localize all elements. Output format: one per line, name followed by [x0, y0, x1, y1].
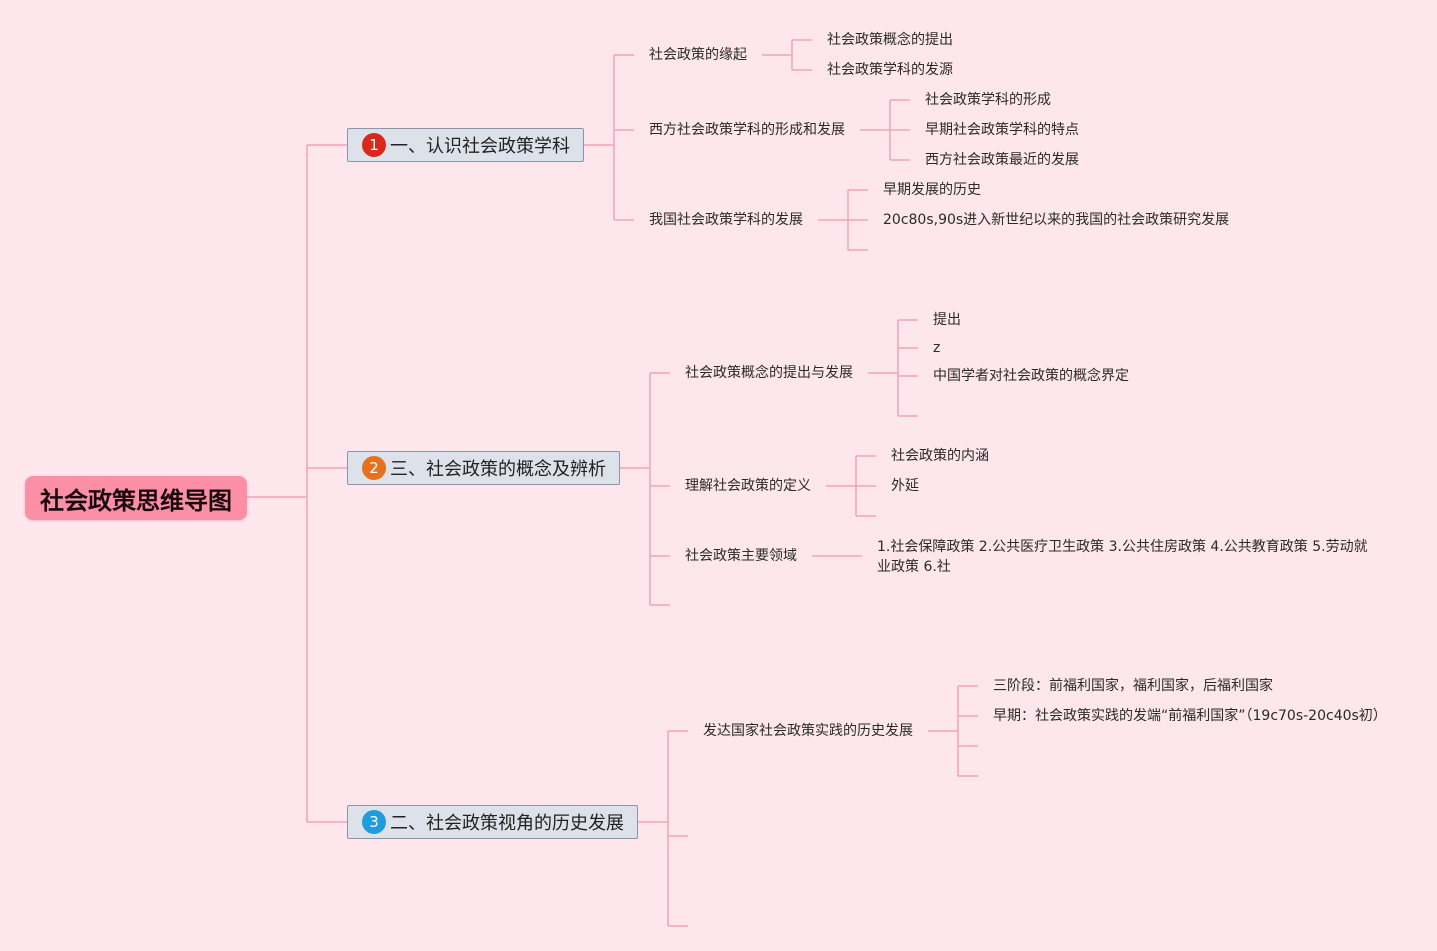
- connector-root: [247, 144, 347, 823]
- leaf-2-1-2[interactable]: z: [933, 340, 941, 356]
- subtopic-3-1[interactable]: 发达国家社会政策实践的历史发展: [703, 723, 913, 739]
- connector-1-1: [762, 39, 812, 71]
- leaf-1-3-1[interactable]: 早期发展的历史: [883, 182, 981, 198]
- leaf-2-2-1[interactable]: 社会政策的内涵: [891, 448, 989, 464]
- root-title: 社会政策思维导图: [40, 486, 232, 515]
- topic-1-node[interactable]: 1 一、认识社会政策学科: [347, 128, 584, 162]
- connector-1-3: [818, 189, 868, 251]
- leaf-1-2-3[interactable]: 西方社会政策最近的发展: [925, 152, 1079, 168]
- leaf-2-1-1[interactable]: 提出: [933, 312, 961, 328]
- root-node[interactable]: 社会政策思维导图: [25, 476, 247, 520]
- connector-topic-3: [638, 730, 688, 927]
- leaf-1-1-2[interactable]: 社会政策学科的发源: [827, 62, 953, 78]
- connector-1-2: [860, 99, 910, 161]
- connector-topic-1: [584, 54, 634, 221]
- subtopic-1-3[interactable]: 我国社会政策学科的发展: [649, 212, 803, 228]
- leaf-2-2-2[interactable]: 外延: [891, 478, 919, 494]
- subtopic-1-2[interactable]: 西方社会政策学科的形成和发展: [649, 122, 845, 138]
- leaf-1-1-1[interactable]: 社会政策概念的提出: [827, 32, 953, 48]
- connector-3-1: [928, 685, 978, 777]
- topic-3-label: 二、社会政策视角的历史发展: [390, 813, 624, 834]
- topic-2-node[interactable]: 2 三、社会政策的概念及辨析: [347, 451, 620, 485]
- topic-1-label: 一、认识社会政策学科: [390, 136, 570, 157]
- connector-topic-2: [620, 372, 670, 606]
- leaf-1-3-2[interactable]: 20c80s,90s进入新世纪以来的我国的社会政策研究发展: [883, 212, 1230, 228]
- topic-3-node[interactable]: 3 二、社会政策视角的历史发展: [347, 805, 638, 839]
- leaf-1-2-2[interactable]: 早期社会政策学科的特点: [925, 122, 1079, 138]
- subtopic-2-2[interactable]: 理解社会政策的定义: [685, 478, 811, 494]
- topic-2-badge: 2: [362, 456, 386, 480]
- connector-2-1: [868, 319, 918, 417]
- topic-2-label: 三、社会政策的概念及辨析: [390, 459, 606, 480]
- subtopic-2-3[interactable]: 社会政策主要领域: [685, 548, 797, 564]
- subtopic-1-1[interactable]: 社会政策的缘起: [649, 47, 747, 63]
- subtopic-2-1[interactable]: 社会政策概念的提出与发展: [685, 365, 853, 381]
- leaf-2-3-1[interactable]: 1.社会保障政策 2.公共医疗卫生政策 3.公共住房政策 4.公共教育政策 5.…: [877, 539, 1368, 575]
- leaf-3-1-2[interactable]: 早期：社会政策实践的发端“前福利国家”（19c70s-20c40s初）: [993, 708, 1387, 724]
- leaf-2-1-3[interactable]: 中国学者对社会政策的概念界定: [933, 368, 1129, 384]
- leaf-3-1-1[interactable]: 三阶段：前福利国家，福利国家，后福利国家: [993, 678, 1273, 694]
- leaf-1-2-1[interactable]: 社会政策学科的形成: [925, 92, 1051, 108]
- topic-3-badge: 3: [362, 810, 386, 834]
- topic-1-badge: 1: [362, 133, 386, 157]
- connector-2-2: [826, 455, 876, 517]
